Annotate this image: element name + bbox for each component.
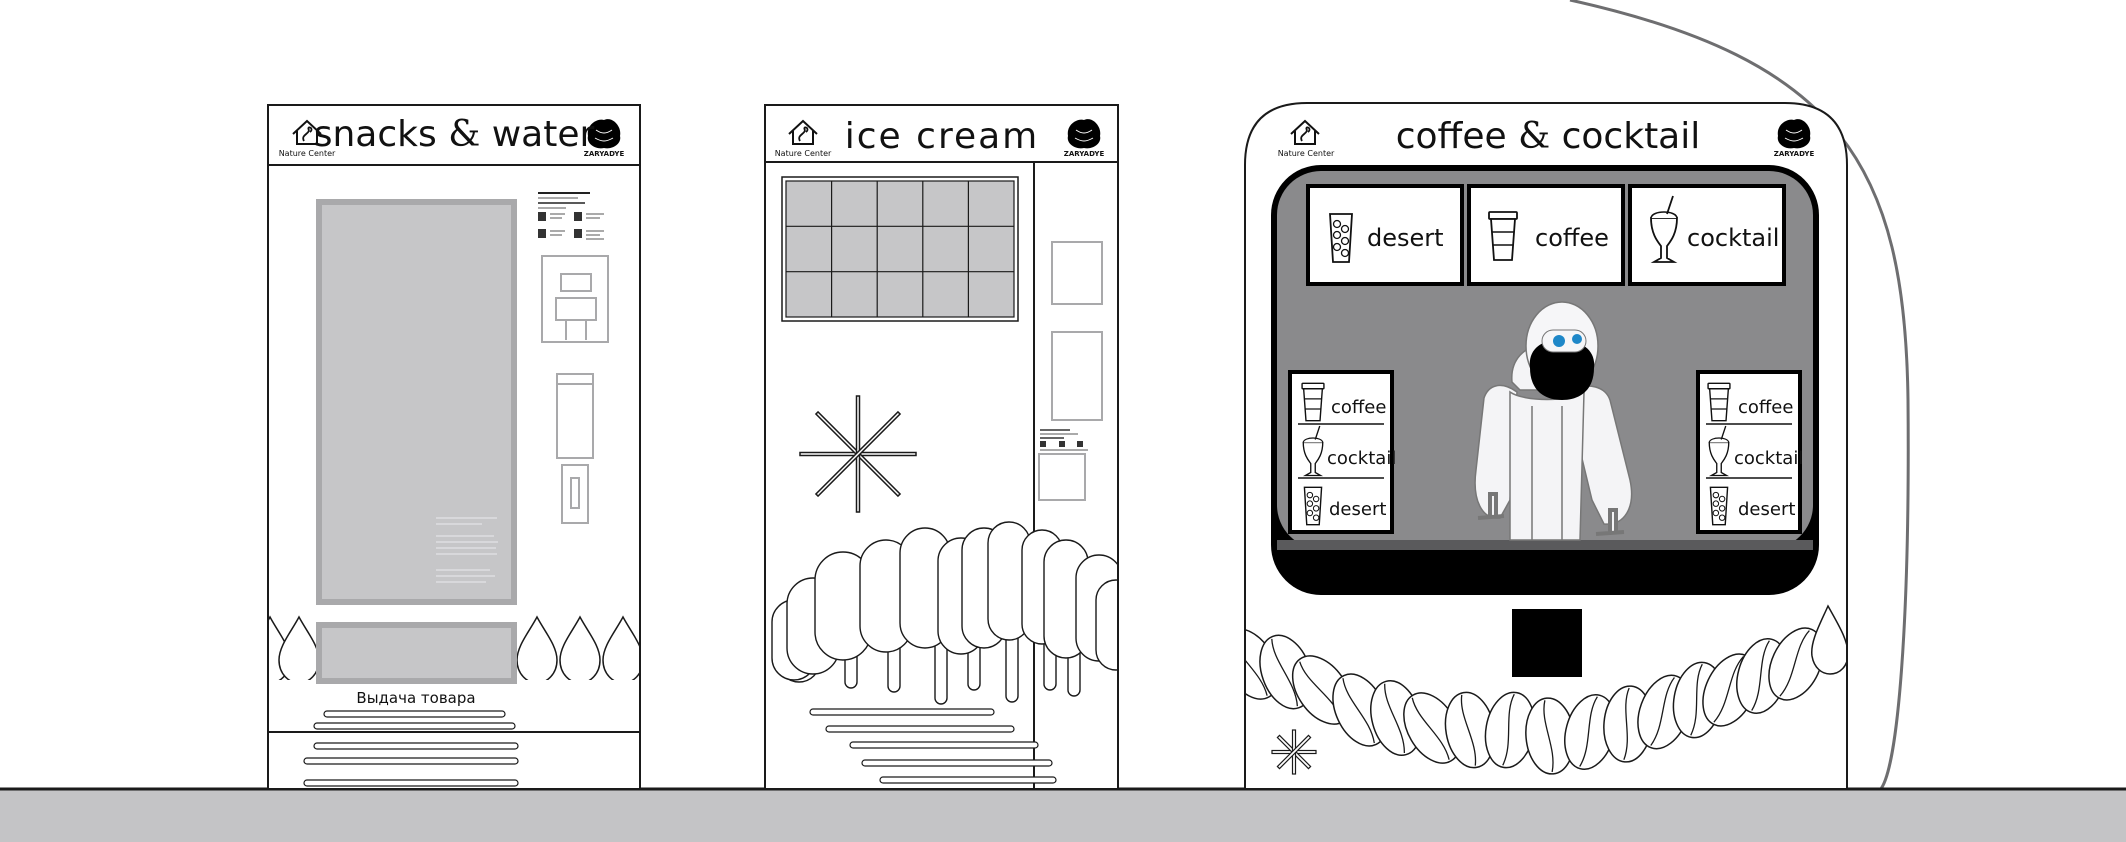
right-menu-item[interactable]: desert <box>1738 499 1795 520</box>
dispense-hatch[interactable] <box>1512 609 1582 677</box>
snowflake-icon <box>1271 729 1317 775</box>
coffee-cocktail-machine: Nature Center ZARYADYE coffee & cocktail… <box>1244 102 1848 790</box>
tree-icon <box>1777 118 1811 149</box>
dispense-tray[interactable] <box>316 622 517 684</box>
dispense-label: Выдача товара <box>356 689 475 707</box>
side-panel-middle[interactable] <box>1051 331 1103 421</box>
top-menu: desert coffee cocktail <box>1306 184 1786 286</box>
machine-title: ice cream <box>845 116 1039 157</box>
left-menu-item[interactable]: desert <box>1329 499 1386 520</box>
payment-terminal[interactable] <box>541 255 609 343</box>
machine-title: coffee & cocktail <box>1396 116 1701 157</box>
snowflake-icon <box>799 395 917 513</box>
vent-slots <box>303 710 519 787</box>
popsicles-decoration <box>771 521 1117 705</box>
left-menu-item[interactable]: coffee <box>1331 397 1386 418</box>
coffee-icon <box>1707 382 1731 422</box>
right-menu-item[interactable]: cocktail <box>1734 448 1803 469</box>
barista-robot <box>1474 301 1633 541</box>
left-menu-item[interactable]: cocktail <box>1327 448 1396 469</box>
product-window <box>316 199 517 605</box>
ice-cream-machine: Nature Center ZARYADYE ice cream <box>764 104 1119 790</box>
window-fine-print <box>436 517 498 583</box>
coffee-icon <box>1488 211 1518 261</box>
coffee-icon <box>1301 382 1325 422</box>
right-menu: coffee cocktail desert <box>1696 370 1803 534</box>
snacks-water-machine: Nature Center ZARYADYE snacks & water <box>267 104 641 790</box>
desert-icon <box>1303 486 1323 526</box>
machine-title: snacks & water <box>314 114 595 155</box>
side-panel-lower[interactable] <box>1038 453 1086 501</box>
top-menu-item[interactable]: cocktail <box>1687 224 1779 252</box>
street-lamp-arc <box>1569 0 1910 791</box>
top-menu-item[interactable]: desert <box>1367 224 1444 252</box>
side-panel-upper <box>1051 241 1103 305</box>
bill-acceptor[interactable] <box>556 373 594 459</box>
floor <box>0 789 2126 842</box>
coffee-beans-decoration <box>1246 604 1846 775</box>
nature-center-label: Nature Center <box>1278 149 1335 158</box>
side-instructions <box>1040 429 1088 451</box>
zaryadye-label: ZARYADYE <box>1064 150 1105 158</box>
zaryadye-label: ZARYADYE <box>1774 150 1815 158</box>
zaryadye-label: ZARYADYE <box>584 150 625 158</box>
tree-icon <box>1067 118 1101 149</box>
instruction-block <box>538 192 604 240</box>
nature-center-label: Nature Center <box>279 149 336 158</box>
vent-slots <box>809 708 1057 784</box>
desert-icon <box>1329 213 1353 263</box>
desert-icon <box>1709 486 1729 526</box>
right-menu-item[interactable]: coffee <box>1738 397 1793 418</box>
left-menu: coffee cocktail desert <box>1288 370 1396 534</box>
top-menu-item[interactable]: coffee <box>1535 224 1609 252</box>
nature-center-label: Nature Center <box>775 149 832 158</box>
product-grid <box>781 176 1019 322</box>
